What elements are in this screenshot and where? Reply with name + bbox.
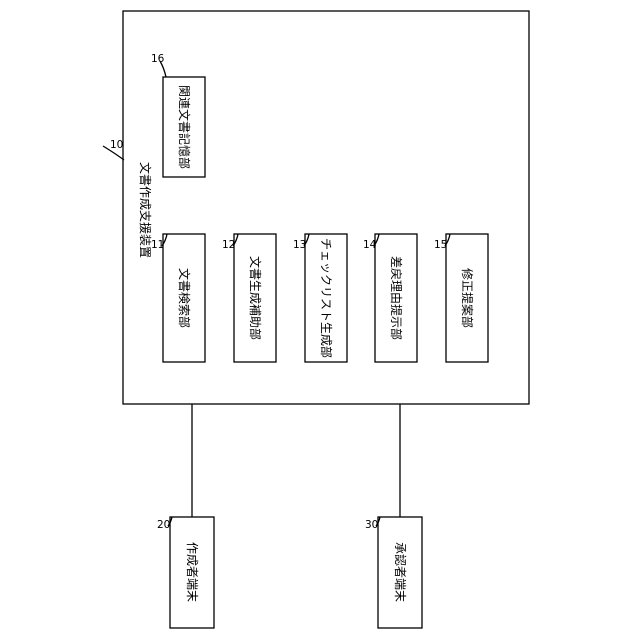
unit-label-12: 文書生成補助部	[248, 256, 263, 340]
device-ref: 10	[110, 139, 123, 151]
storage-label: 関連文書記憶部	[177, 85, 192, 169]
unit-label-14: 差戻理由提示部	[389, 256, 404, 340]
terminal-label-30: 承認者端末	[393, 542, 408, 602]
unit-label-11: 文書検索部	[177, 268, 192, 328]
unit-label-15: 修正提案部	[460, 268, 475, 328]
unit-label-13: チェックリスト生成部	[319, 238, 334, 358]
terminal-label-20: 作成者端末	[185, 542, 199, 602]
storage-ref: 16	[151, 53, 165, 65]
